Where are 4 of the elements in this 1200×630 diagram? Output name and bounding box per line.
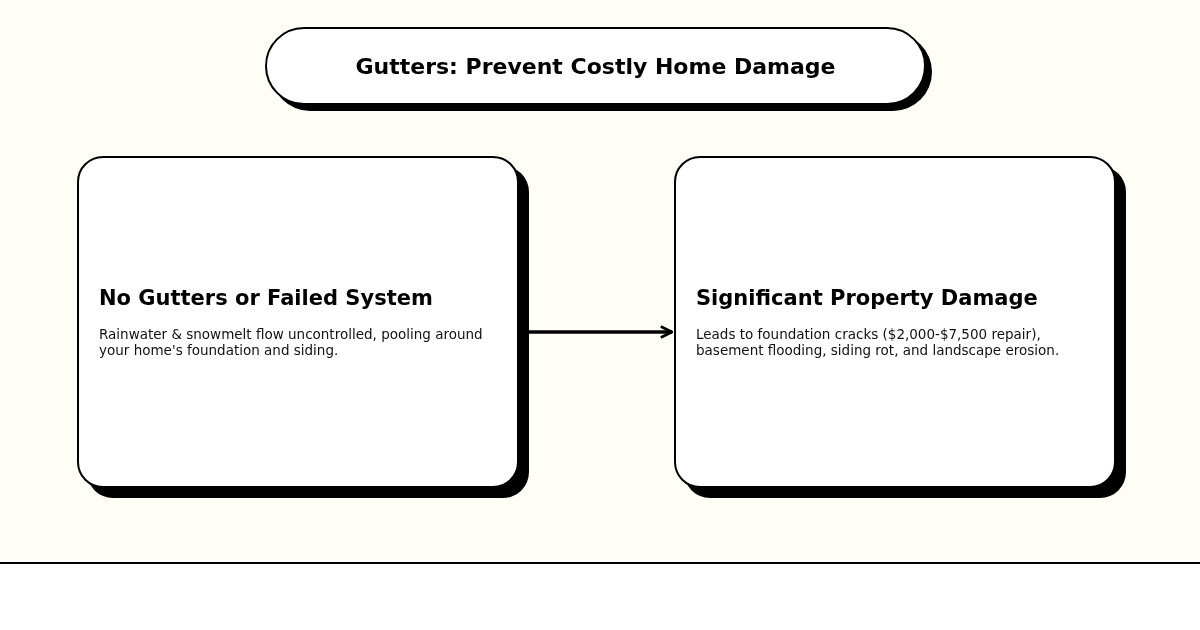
card-heading: No Gutters or Failed System [99, 286, 434, 310]
card-description: Leads to foundation cracks ($2,000-$7,500 repair), basement flooding, siding rot, and landscape erosion. [696, 326, 1061, 358]
card-description: Rainwater & snowmelt flow uncontrolled, pooling around your home's foundation and siding. [99, 326, 484, 358]
card-heading: Significant Property Damage [696, 286, 1039, 310]
